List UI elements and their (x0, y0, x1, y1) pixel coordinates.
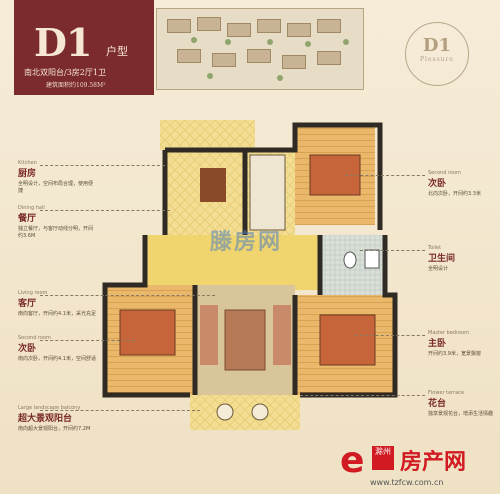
toilet-icon (343, 251, 357, 269)
leader-line (40, 210, 170, 211)
dining-table (200, 168, 226, 202)
area-line: 建筑面积约109.58M² (46, 82, 106, 89)
annotation-desc: 南向次卧，开间约4.1米，空间舒适 (18, 356, 96, 362)
annotation-desc: 南向客厅，开间约4.1米，采光充足 (18, 311, 96, 317)
kitchen-counter (249, 154, 286, 231)
annotation-second-room-right: Second room 次卧 北向次卧，开间约3.3米 (428, 170, 498, 198)
south-balcony (190, 395, 300, 430)
logo-main-text: 房产网 (400, 450, 467, 475)
annotation-en: Second room (18, 335, 51, 341)
annotation-living: Living room 客厅 南向客厅，开间约4.1米，采光充足 (18, 290, 96, 318)
site-building (317, 51, 341, 65)
annotation-cn: 厨房 (18, 169, 37, 179)
plan-badge: D1 Plessure (405, 22, 469, 86)
leader-line (360, 250, 425, 251)
annotation-cn: 次卧 (18, 344, 37, 354)
tree-icon (277, 75, 283, 81)
logo-city: 滁州 (372, 446, 394, 470)
annotation-en: Kitchen (18, 160, 37, 166)
annotation-cn: 客厅 (18, 299, 37, 309)
annotation-desc: 全明设计，空间布局合理，使用便捷 (18, 181, 94, 194)
annotation-en: Large landscape balcony (18, 405, 81, 411)
site-building (282, 55, 306, 69)
plan-code: D1 (34, 20, 92, 65)
annotation-balcony: Large landscape balcony 超大景观阳台 南向超大景观阳台，… (18, 405, 108, 433)
annotation-desc: 全明设计 (428, 266, 449, 272)
annotation-desc: 独享景观花台，增添生活情趣 (428, 411, 494, 417)
annotation-kitchen: Kitchen 厨房 全明设计，空间布局合理，使用便捷 (18, 160, 96, 195)
site-building (197, 17, 221, 31)
annotation-master-bedroom: Master bedroom 主卧 开间约3.9米，宽景飘窗 (428, 330, 498, 358)
sink-icon (364, 249, 380, 269)
bed-icon (319, 314, 376, 366)
annotation-en: Toilet (428, 245, 442, 251)
bed-icon (309, 154, 361, 196)
annotation-desc: 南向超大景观阳台，开间约7.2M (18, 426, 91, 432)
tree-icon (191, 37, 197, 43)
room-summary: 南北双阳台/3房2厅1卫 (24, 68, 106, 77)
sofa-icon (273, 305, 291, 365)
annotation-en: Flower terrace (428, 390, 465, 396)
annotation-en: Second room (428, 170, 461, 176)
leader-line (40, 340, 135, 341)
annotation-cn: 次卧 (428, 179, 447, 189)
site-building (317, 19, 341, 33)
tree-icon (207, 73, 213, 79)
leader-line (40, 165, 165, 166)
annotation-cn: 花台 (428, 399, 447, 409)
title-block: D1 户型 南北双阳台/3房2厅1卫 建筑面积约109.58M² (14, 0, 154, 95)
annotation-cn: 餐厅 (18, 214, 37, 224)
badge-code: D1 (422, 35, 452, 56)
logo-swoosh-icon: e (340, 440, 365, 481)
watermark: 滕房网 (210, 230, 283, 255)
annotation-bathroom: Toilet 卫生间 全明设计 (428, 245, 498, 273)
annotation-en: Master bedroom (428, 330, 470, 336)
annotation-desc: 北向次卧，开间约3.3米 (428, 191, 481, 197)
north-balcony (160, 120, 255, 150)
annotation-cn: 卫生间 (428, 254, 456, 264)
tree-icon (305, 41, 311, 47)
site-building (287, 23, 311, 37)
chair-icon (251, 403, 269, 421)
tree-icon (343, 39, 349, 45)
sofa-icon (200, 305, 218, 365)
leader-line (40, 410, 200, 411)
annotation-second-room-left: Second room 次卧 南向次卧，开间约4.1米，空间舒适 (18, 335, 96, 363)
site-building (257, 19, 281, 33)
floor-plan (102, 120, 398, 430)
leader-line (300, 395, 425, 396)
chair-icon (216, 403, 234, 421)
leader-line (40, 295, 215, 296)
badge-caption: Plessure (420, 56, 454, 63)
leader-line (345, 175, 425, 176)
site-logo[interactable]: e 滁州 房产网 www.tzfcw.com.cn (330, 438, 495, 487)
site-building (227, 23, 251, 37)
plan-unit: 户型 (106, 45, 128, 58)
leader-line (355, 335, 425, 336)
bed-icon (119, 309, 176, 356)
tree-icon (267, 39, 273, 45)
annotation-desc: 开间约3.9米，宽景飘窗 (428, 351, 481, 357)
logo-url[interactable]: www.tzfcw.com.cn (370, 478, 444, 487)
site-plan-thumbnail (156, 8, 364, 90)
annotation-garden: Flower terrace 花台 独享景观花台，增添生活情趣 (428, 390, 498, 418)
annotation-dining: Dining hall 餐厅 独立餐厅，与客厅动线分明，开间约3.6M (18, 205, 96, 240)
annotation-en: Living room (18, 290, 48, 296)
site-building (167, 19, 191, 33)
site-building (212, 53, 236, 67)
tree-icon (225, 39, 231, 45)
site-building (177, 49, 201, 63)
annotation-cn: 超大景观阳台 (18, 414, 73, 424)
annotation-cn: 主卧 (428, 339, 447, 349)
annotation-desc: 独立餐厅，与客厅动线分明，开间约3.6M (18, 226, 94, 239)
site-building (247, 49, 271, 63)
annotation-en: Dining hall (18, 205, 45, 211)
rug (224, 309, 266, 371)
